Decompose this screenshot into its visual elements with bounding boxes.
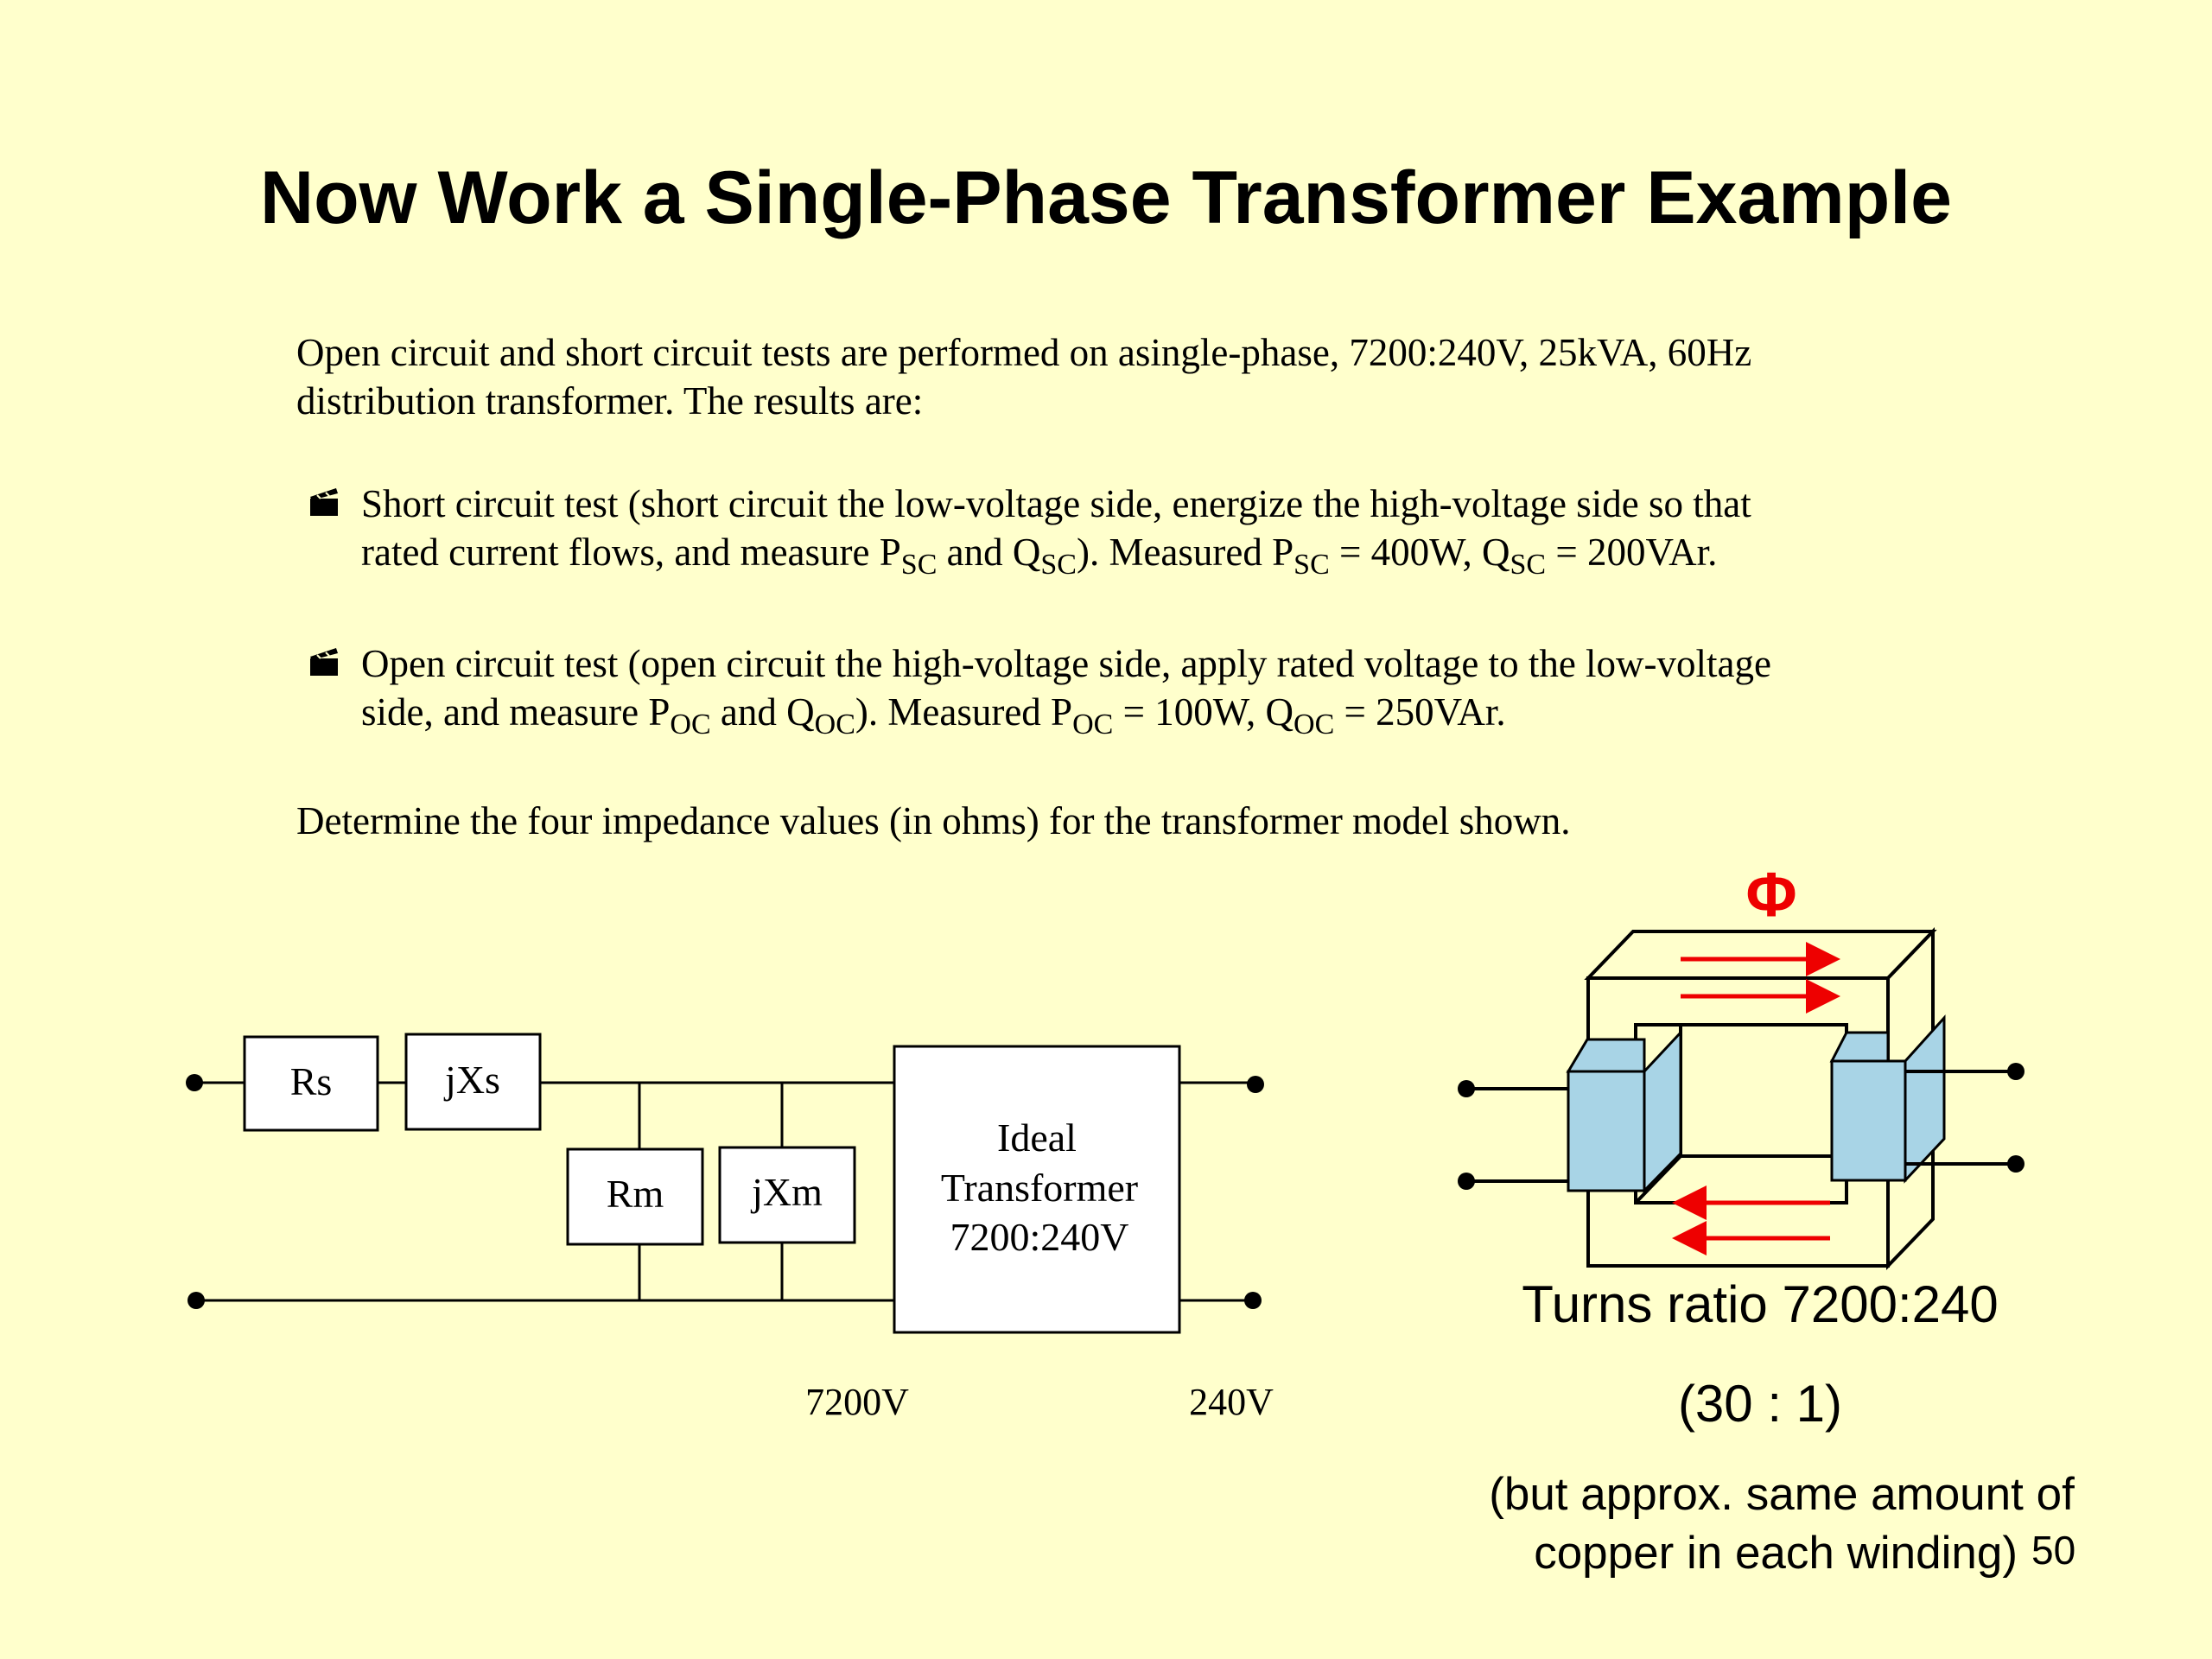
secondary-coil-side xyxy=(1904,1014,1946,1184)
terminal-top-right xyxy=(1247,1076,1264,1093)
secondary-coil-front xyxy=(1830,1059,1907,1182)
turns-ratio-label: Turns ratio 7200:240 xyxy=(1522,1275,1998,1333)
secondary-terminal-bottom xyxy=(2007,1155,2024,1173)
note-line-1: (but approx. same amount of xyxy=(1489,1469,2075,1520)
rs-box xyxy=(243,1035,379,1132)
clapperboard-icon xyxy=(310,648,338,676)
primary-winding xyxy=(1566,1029,1682,1194)
bullet-2-line-2: side, and measure POC and QOC). Measured… xyxy=(361,690,1506,741)
primary-coil-front xyxy=(1567,1070,1646,1192)
jxm-box xyxy=(718,1146,856,1244)
secondary-winding xyxy=(1829,1014,1946,1184)
flux-arrows xyxy=(1672,942,1840,1255)
clapperboard-icon xyxy=(310,488,338,516)
intro-line-2: distribution transformer. The results ar… xyxy=(296,379,924,423)
primary-coil-side xyxy=(1643,1029,1682,1194)
bullet-2-line-1: Open circuit test (open circuit the high… xyxy=(361,642,1771,685)
page-number: 50 xyxy=(2031,1528,2075,1573)
rm-box xyxy=(566,1147,704,1246)
question-text: Determine the four impedance values (in … xyxy=(296,799,1571,842)
note-line-2: copper in each winding) xyxy=(1534,1528,2018,1579)
bullet-1-line-2: rated current flows, and measure PSC and… xyxy=(361,531,1718,581)
ideal-label-line-2: Transformer xyxy=(941,1166,1138,1210)
secondary-voltage-label: 240V xyxy=(1189,1381,1274,1423)
intro-line-1: Open circuit and short circuit tests are… xyxy=(296,331,1752,374)
bullet-open-circuit: Open circuit test (open circuit the high… xyxy=(296,639,1990,741)
terminal-bottom-right xyxy=(1244,1292,1262,1309)
rs-label: Rs xyxy=(290,1059,333,1103)
primary-terminal-top xyxy=(1458,1080,1475,1097)
bullet-1-line-1: Short circuit test (short circuit the lo… xyxy=(361,482,1751,525)
ratio-simplified-label: (30 : 1) xyxy=(1678,1375,1842,1433)
ideal-label-line-1: Ideal xyxy=(997,1116,1077,1160)
winding-leads xyxy=(1466,1070,2016,1183)
terminal-bottom-left xyxy=(188,1292,205,1309)
ideal-label-line-3: 7200:240V xyxy=(950,1215,1129,1259)
jxm-label: jXm xyxy=(750,1170,823,1214)
core-top-face xyxy=(1584,930,1937,980)
flux-symbol: Φ xyxy=(1745,861,1796,930)
jxs-box xyxy=(404,1033,542,1131)
equivalent-circuit xyxy=(194,1033,1255,1334)
primary-terminal-bottom xyxy=(1458,1173,1475,1190)
terminal-top-left xyxy=(186,1074,203,1091)
bullet-short-circuit: Short circuit test (short circuit the lo… xyxy=(296,480,1990,581)
slide-title: Now Work a Single-Phase Transformer Exam… xyxy=(260,156,1952,239)
primary-coil-top xyxy=(1566,1038,1646,1073)
rm-label: Rm xyxy=(607,1172,664,1216)
secondary-terminal-top xyxy=(2007,1063,2024,1080)
intro-paragraph: Open circuit and short circuit tests are… xyxy=(296,328,1990,425)
primary-voltage-label: 7200V xyxy=(805,1381,909,1423)
ideal-transformer-box xyxy=(893,1045,1181,1334)
jxs-label: jXs xyxy=(443,1058,500,1102)
